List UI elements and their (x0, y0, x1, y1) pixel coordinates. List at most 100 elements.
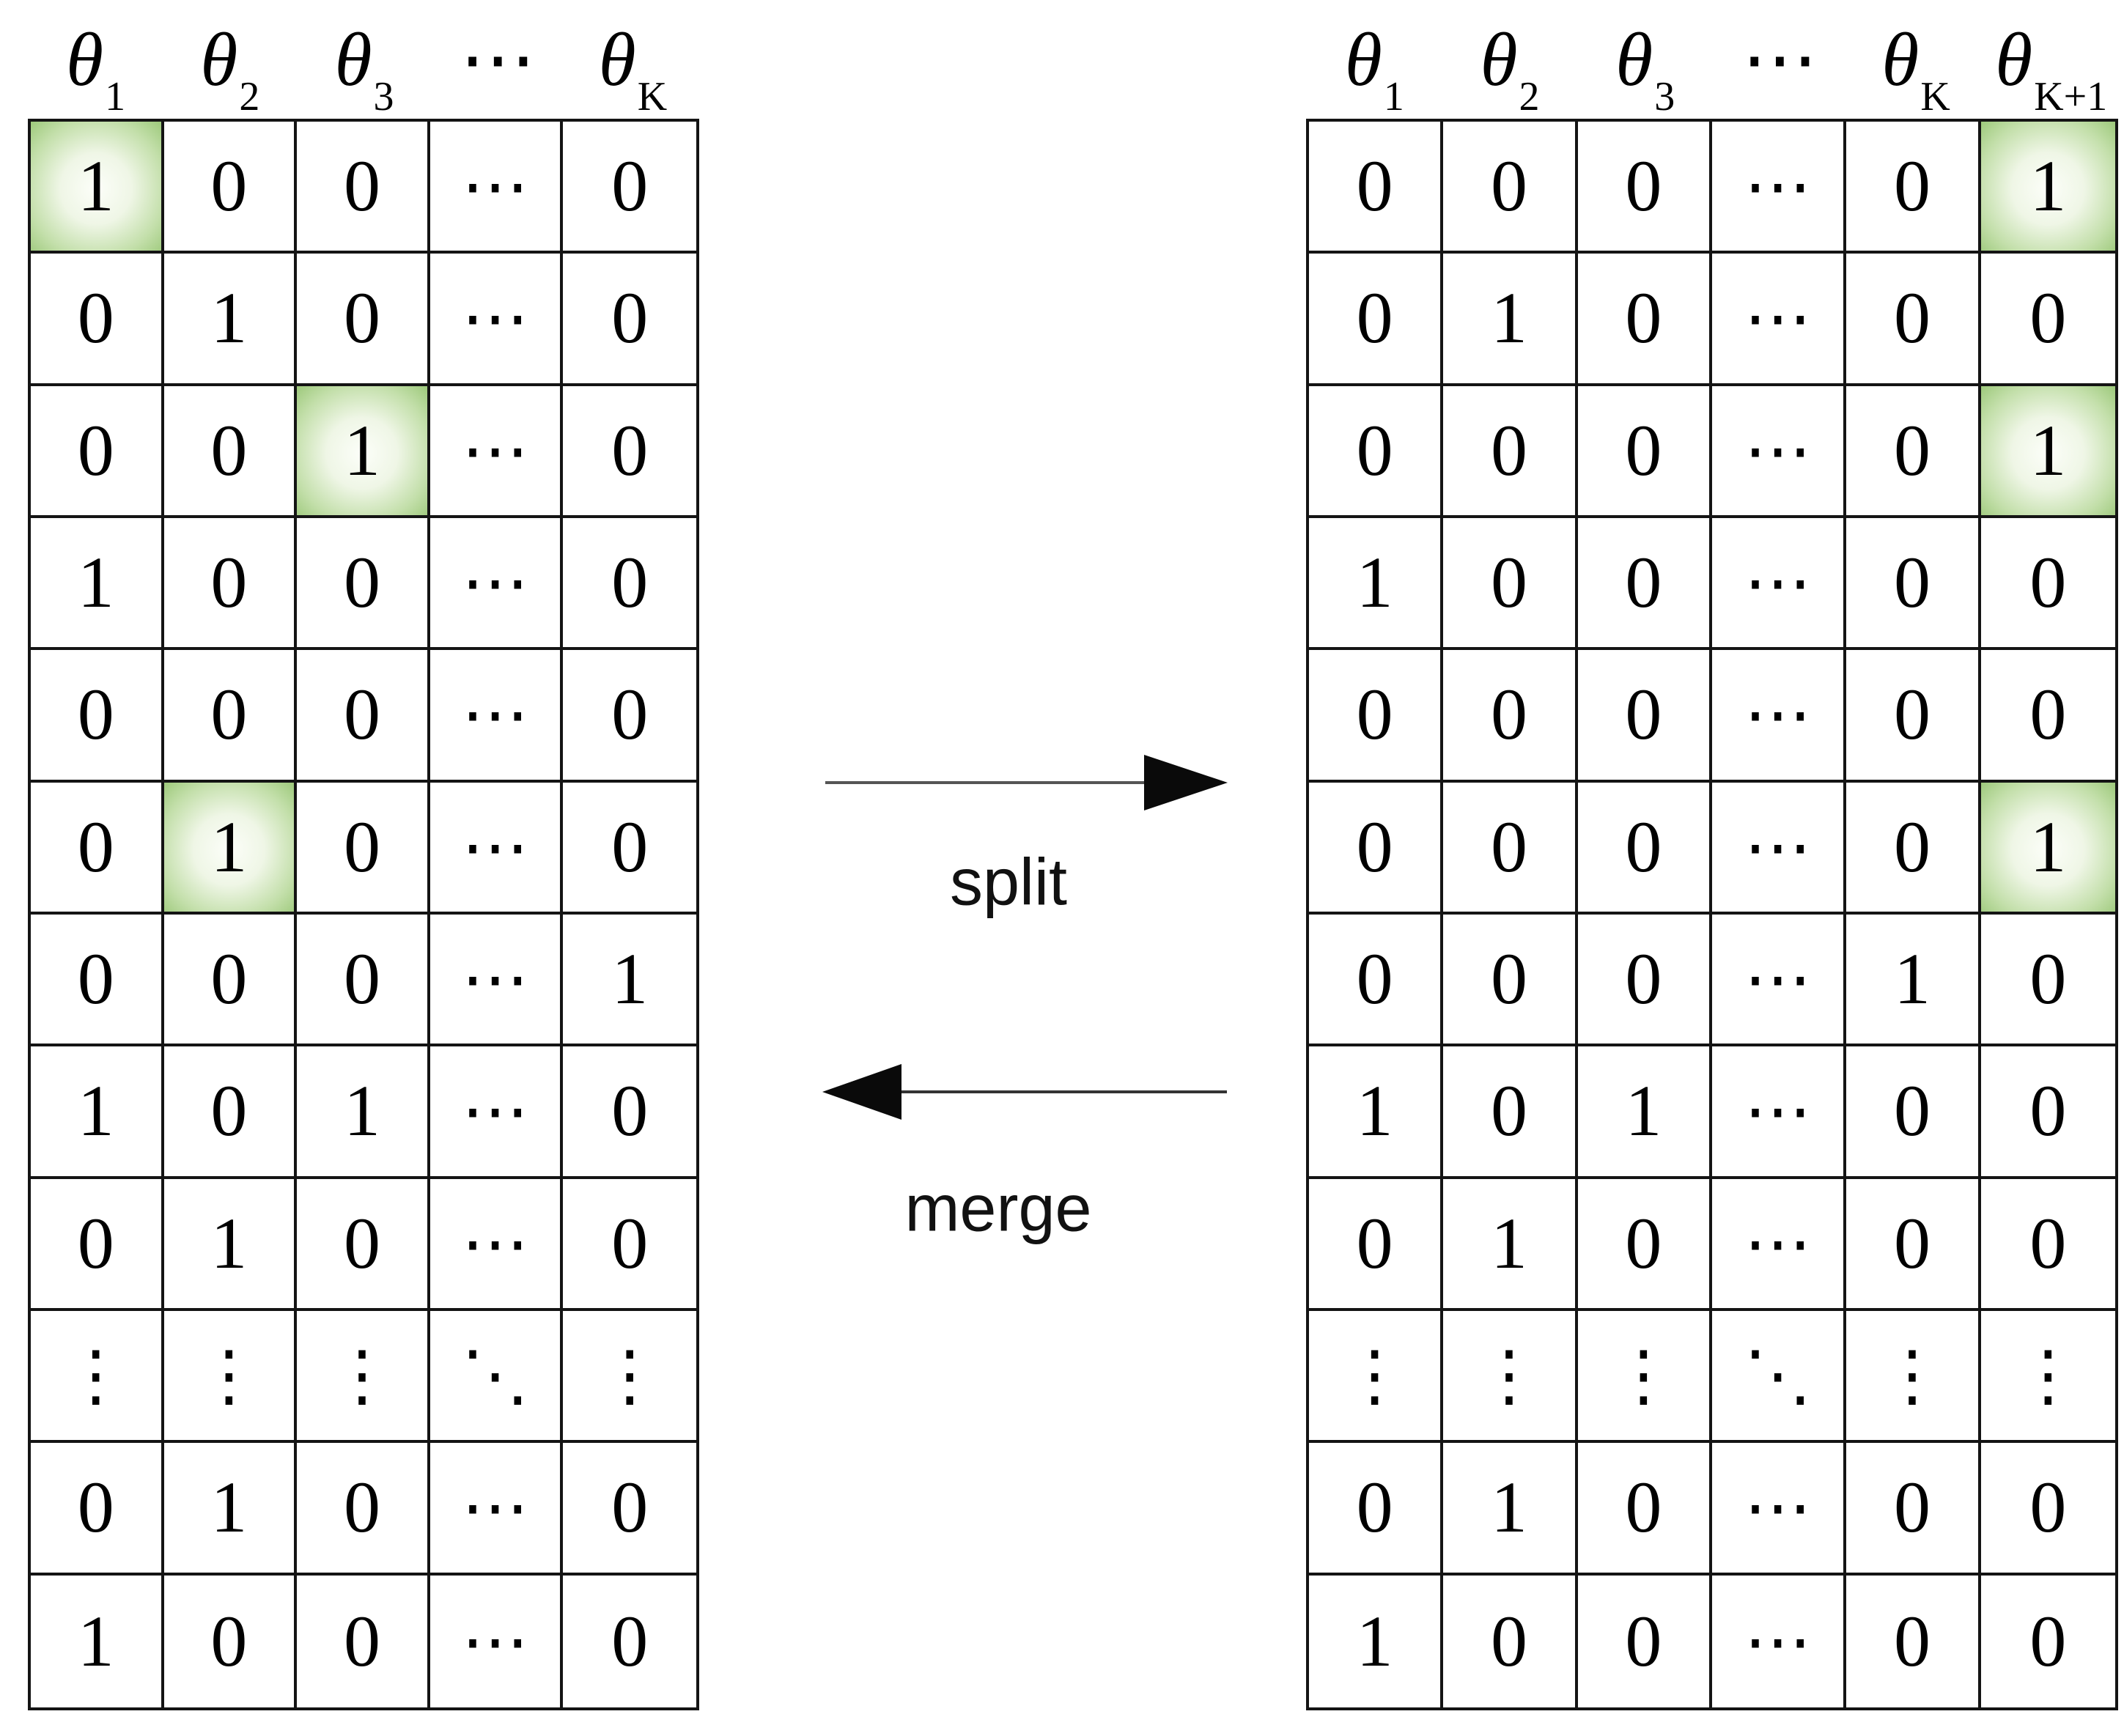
matrix-cell: 0 (1846, 650, 1981, 783)
matrix-cell: 0 (1309, 1443, 1444, 1576)
theta-subscript: 2 (1519, 74, 1540, 119)
matrix-cell: ⋮ (1577, 1310, 1712, 1444)
matrix-cell: 0 (2029, 1600, 2067, 1682)
matrix-cell: 0 (1443, 650, 1578, 783)
theta-subscript: 3 (1654, 74, 1675, 119)
highlighted-matrix-cell: 1 (31, 122, 164, 254)
matrix-cell: 1 (1309, 517, 1444, 651)
highlighted-matrix-cell: 1 (1980, 385, 2115, 518)
matrix-cell: 0 (1309, 1178, 1444, 1311)
theta-symbol: θ (1480, 18, 1518, 102)
matrix-cell: ⋯ (1711, 1046, 1847, 1179)
matrix-cell: ⋮ (1980, 1311, 2115, 1444)
matrix-cell: 0 (1443, 1046, 1578, 1179)
matrix-cell: ⋮ (1846, 1310, 1981, 1444)
matrix-cell: 0 (297, 1575, 430, 1707)
matrix-cell: ⋯ (429, 385, 564, 518)
matrix-cell: 0 (1846, 782, 1981, 915)
matrix-cell: 0 (1846, 1046, 1981, 1179)
matrix-cell: 0 (1980, 915, 2115, 1047)
matrix-cell: 1 (1309, 1575, 1444, 1707)
matrix-cell: 0 (297, 650, 430, 783)
matrix-cell: 0 (163, 914, 298, 1047)
matrix-cell: 0 (1443, 385, 1578, 518)
matrix-cell: ⋮ (1443, 1310, 1578, 1444)
theta-subscript: 1 (105, 74, 126, 119)
matrix-cell: ⋯ (1711, 254, 1847, 386)
matrix-cell: 0 (563, 1179, 696, 1311)
theta-subscript: 3 (373, 74, 394, 119)
matrix-cell: 0 (1443, 782, 1578, 915)
matrix-cell: 0 (563, 518, 696, 651)
matrix-cell: 0 (297, 254, 430, 386)
matrix-cell: ⋯ (429, 782, 564, 915)
matrix-cell: 1 (1577, 1046, 1712, 1179)
matrix-cell: 0 (563, 122, 696, 254)
matrix-cell: 1 (31, 517, 164, 651)
matrix-cell: ⋯ (430, 1575, 564, 1707)
matrix-cell: 0 (1309, 650, 1444, 783)
column-header: ⋯ (431, 0, 565, 119)
matrix-cell: 0 (1309, 122, 1444, 254)
theta-subscript: K (1920, 74, 1950, 119)
matrix-cell: 1 (163, 1443, 298, 1576)
matrix-cell: 0 (1443, 914, 1578, 1047)
split-arrow-icon (825, 755, 1228, 810)
matrix-cell: 0 (1980, 650, 2115, 783)
matrix-cell: 0 (1309, 782, 1444, 915)
matrix-cell: 0 (297, 1178, 430, 1311)
matrix-cell: 0 (31, 385, 164, 518)
matrix-cell: 0 (1846, 254, 1981, 386)
matrix-cell: 0 (1578, 1575, 1712, 1707)
theta-symbol: θ (200, 18, 238, 102)
matrix-cell: ⋱ (1711, 1310, 1847, 1444)
matrix-cell: 0 (31, 650, 164, 783)
matrix-cell: 0 (1577, 122, 1712, 254)
highlighted-matrix-cell: 1 (163, 782, 298, 915)
matrix-cell: ⋯ (429, 517, 564, 651)
matrix-cell: ⋯ (429, 254, 564, 386)
matrix-cell: 0 (563, 650, 696, 783)
matrix-cell: 0 (1980, 1046, 2115, 1179)
matrix-cell: 0 (1980, 1179, 2115, 1311)
matrix-cell: 0 (1846, 517, 1981, 651)
matrix-cell: 0 (563, 1443, 696, 1576)
matrix-cell: ⋱ (429, 1310, 564, 1444)
ellipsis-symbol: ⋯ (1741, 18, 1818, 102)
merge-arrow-icon (822, 1064, 1227, 1120)
matrix-cell: 1 (297, 1046, 430, 1179)
matrix-cell: 0 (31, 1443, 164, 1576)
matrix-cell: ⋯ (429, 122, 564, 254)
matrix-cell: ⋮ (563, 1311, 696, 1444)
matrix-cell: 1 (1443, 1443, 1578, 1576)
matrix-cell: 0 (1577, 1178, 1712, 1311)
theta-subscript: K+1 (2034, 74, 2108, 119)
matrix-cell: ⋯ (1711, 650, 1847, 783)
matrix-cell: 1 (31, 1046, 164, 1179)
matrix-cell: ⋯ (1711, 385, 1847, 518)
matrix-cell: 1 (1443, 254, 1578, 386)
highlighted-matrix-cell: 1 (297, 385, 430, 518)
matrix-cell: 0 (1577, 650, 1712, 783)
matrix-cell: ⋯ (1711, 914, 1847, 1047)
theta-subscript: 1 (1383, 74, 1404, 119)
matrix-cell: ⋯ (429, 650, 564, 783)
matrix-cell: 0 (1309, 385, 1444, 518)
matrix-cell: 0 (1577, 254, 1712, 386)
column-header: ⋯ (1712, 0, 1848, 119)
matrix-cell: 0 (563, 1046, 696, 1179)
matrix-cell: 1 (563, 915, 696, 1047)
matrix-cell: 0 (1577, 385, 1712, 518)
matrix-cell: 0 (31, 782, 164, 915)
theta-subscript: 2 (239, 74, 260, 119)
matrix-cell: 0 (1577, 782, 1712, 915)
